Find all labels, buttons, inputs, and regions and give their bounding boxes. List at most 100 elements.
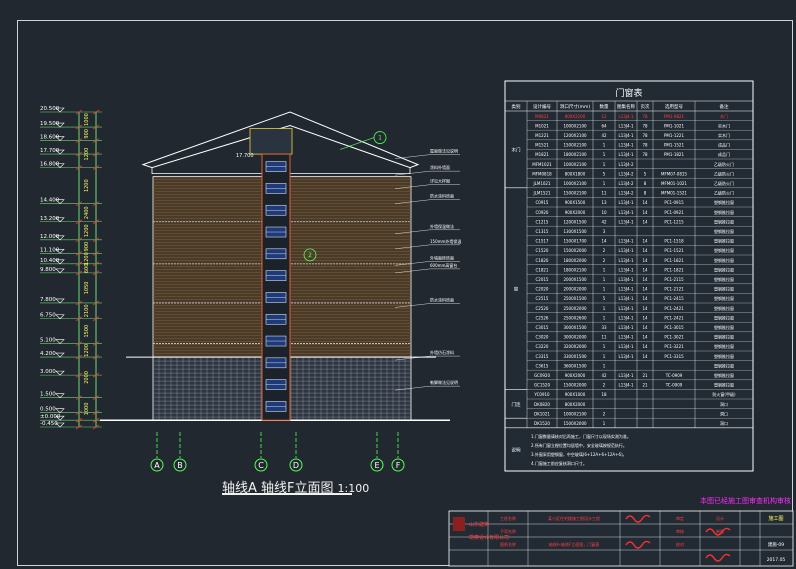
table-cell: 900X1000 bbox=[565, 392, 586, 397]
axis-bubble bbox=[173, 458, 187, 472]
axis-label: B bbox=[177, 461, 183, 470]
table-cell: L13J4-1 bbox=[618, 373, 633, 378]
role-label: 子项名称 bbox=[500, 528, 516, 534]
annotation-leader bbox=[394, 261, 431, 266]
table-cell: DK1021 bbox=[534, 411, 550, 416]
table-cell: 成品门 bbox=[718, 142, 730, 148]
dim-tick bbox=[92, 237, 100, 243]
table-cell: PC1-3315 bbox=[664, 354, 684, 359]
table-cell: 1 bbox=[603, 162, 606, 167]
table-cell: 1 bbox=[603, 287, 606, 292]
table-header: 类别 bbox=[512, 103, 521, 110]
level-marker bbox=[55, 217, 65, 223]
level-marker bbox=[55, 107, 65, 113]
table-cell: L13J4-1 bbox=[618, 133, 633, 138]
table-cell: 塑钢推拉窗 bbox=[714, 209, 734, 215]
table-note: 3.外窗采用塑钢窗，中空玻璃(6+12A+6+12A+6)。 bbox=[531, 451, 627, 457]
table-cell: L13J4-1 bbox=[618, 325, 633, 330]
table-cell: 塑钢推拉窗 bbox=[714, 362, 734, 368]
table-cell: PC1-3221 bbox=[664, 344, 684, 349]
table-cell: PM1-0821 bbox=[664, 114, 684, 119]
table-cell: PC1-2421 bbox=[664, 306, 684, 311]
dim-tick bbox=[75, 219, 83, 225]
table-cell: C1821 bbox=[536, 267, 549, 272]
table-cell: PM1-1221 bbox=[664, 133, 684, 138]
dim-tick bbox=[92, 270, 100, 276]
table-cell: 10 bbox=[601, 210, 607, 215]
table-cell: C0915 bbox=[536, 200, 549, 205]
dim-tick bbox=[92, 201, 100, 207]
dim-tick bbox=[92, 261, 100, 267]
table-cell: 900X2000 bbox=[565, 373, 586, 378]
table-cell: C2515 bbox=[536, 296, 549, 301]
table-cell: PM1-1821 bbox=[664, 152, 684, 157]
axis-bubble bbox=[289, 458, 303, 472]
table-cell: L13J4-1 bbox=[618, 114, 633, 119]
level-label: 5.100 bbox=[40, 338, 56, 344]
level-marker bbox=[55, 136, 65, 141]
table-cell: 14 bbox=[642, 315, 648, 320]
table-header: 数量 bbox=[600, 103, 609, 110]
ridge-level: 17.700 bbox=[236, 153, 254, 159]
annotation-text: 防水涂料饰面 bbox=[430, 193, 454, 199]
table-cell: 1000X2100 bbox=[563, 162, 587, 167]
table-cell: DK0820 bbox=[534, 402, 550, 407]
table-cell: 1800X2000 bbox=[563, 258, 587, 263]
table-cell: 1500X2000 bbox=[563, 248, 587, 253]
table-cell: PC1-0921 bbox=[664, 210, 684, 215]
table-cell: PC1-2115 bbox=[664, 277, 684, 282]
table-cell: 2 bbox=[603, 258, 606, 263]
window-table-title: 门窗表 bbox=[615, 87, 642, 99]
axis-label: F bbox=[396, 461, 401, 470]
dim-tick bbox=[75, 261, 83, 267]
table-cell: 1 bbox=[603, 152, 606, 157]
table-cell: C3015 bbox=[536, 325, 549, 330]
table-cell: 78 bbox=[642, 152, 648, 157]
table-cell: C2020 bbox=[536, 287, 549, 292]
drawing-name: 轴线A-轴线F立面图，门窗表 bbox=[549, 541, 599, 547]
table-cell: 1 bbox=[603, 344, 606, 349]
table-cell: L13J4-1 bbox=[618, 344, 633, 349]
level-label: 13.200 bbox=[40, 216, 60, 222]
annotation-text: 勒脚做法见说明 bbox=[430, 379, 458, 385]
dim-tick bbox=[75, 138, 83, 143]
table-cell: 21 bbox=[642, 373, 648, 378]
table-cell: 防火窗(甲级) bbox=[712, 391, 736, 397]
axis-bubble bbox=[391, 458, 405, 472]
table-cell: 1300X1500 bbox=[563, 229, 587, 234]
role-label: 设计 bbox=[716, 515, 724, 521]
table-cell: 塑钢推拉窗 bbox=[714, 372, 734, 378]
table-cell: 1000X2100 bbox=[563, 411, 587, 416]
table-cell: C1315 bbox=[536, 229, 549, 234]
table-cell: L13J4-1 bbox=[618, 219, 633, 224]
level-label: 11.100 bbox=[40, 247, 60, 253]
dim-tick bbox=[92, 417, 100, 423]
table-cell: 乙级防火门 bbox=[714, 180, 734, 186]
annotation-text: 外墙仿石涂料 bbox=[430, 349, 454, 355]
table-cell: 塑钢推拉窗 bbox=[714, 228, 734, 234]
table-cell: 1 bbox=[603, 306, 606, 311]
table-cell: 塑钢推拉窗 bbox=[714, 343, 734, 349]
table-cell: 14 bbox=[642, 296, 648, 301]
level-marker bbox=[55, 235, 65, 241]
dim-tick bbox=[92, 341, 100, 346]
table-cell: C3020 bbox=[536, 335, 549, 340]
level-marker bbox=[55, 422, 65, 428]
table-cell: M1821 bbox=[535, 152, 549, 157]
table-cell: 42 bbox=[601, 219, 607, 224]
callout-2 bbox=[303, 248, 317, 262]
table-cell: JLM1021 bbox=[532, 181, 550, 186]
table-cell: 3000X1500 bbox=[563, 325, 587, 330]
role-label: 校对 bbox=[676, 541, 684, 547]
table-cell: 3000X2000 bbox=[563, 335, 587, 340]
table-cell: 1000X2100 bbox=[563, 123, 587, 128]
table-cell: 14 bbox=[642, 325, 648, 330]
table-cell: 3300X1500 bbox=[563, 354, 587, 359]
dim-text: 2000 bbox=[84, 371, 90, 384]
dim-tick bbox=[75, 300, 83, 306]
dim-tick bbox=[92, 109, 100, 115]
table-cell: 14 bbox=[642, 200, 648, 205]
dim-tick bbox=[75, 237, 83, 243]
